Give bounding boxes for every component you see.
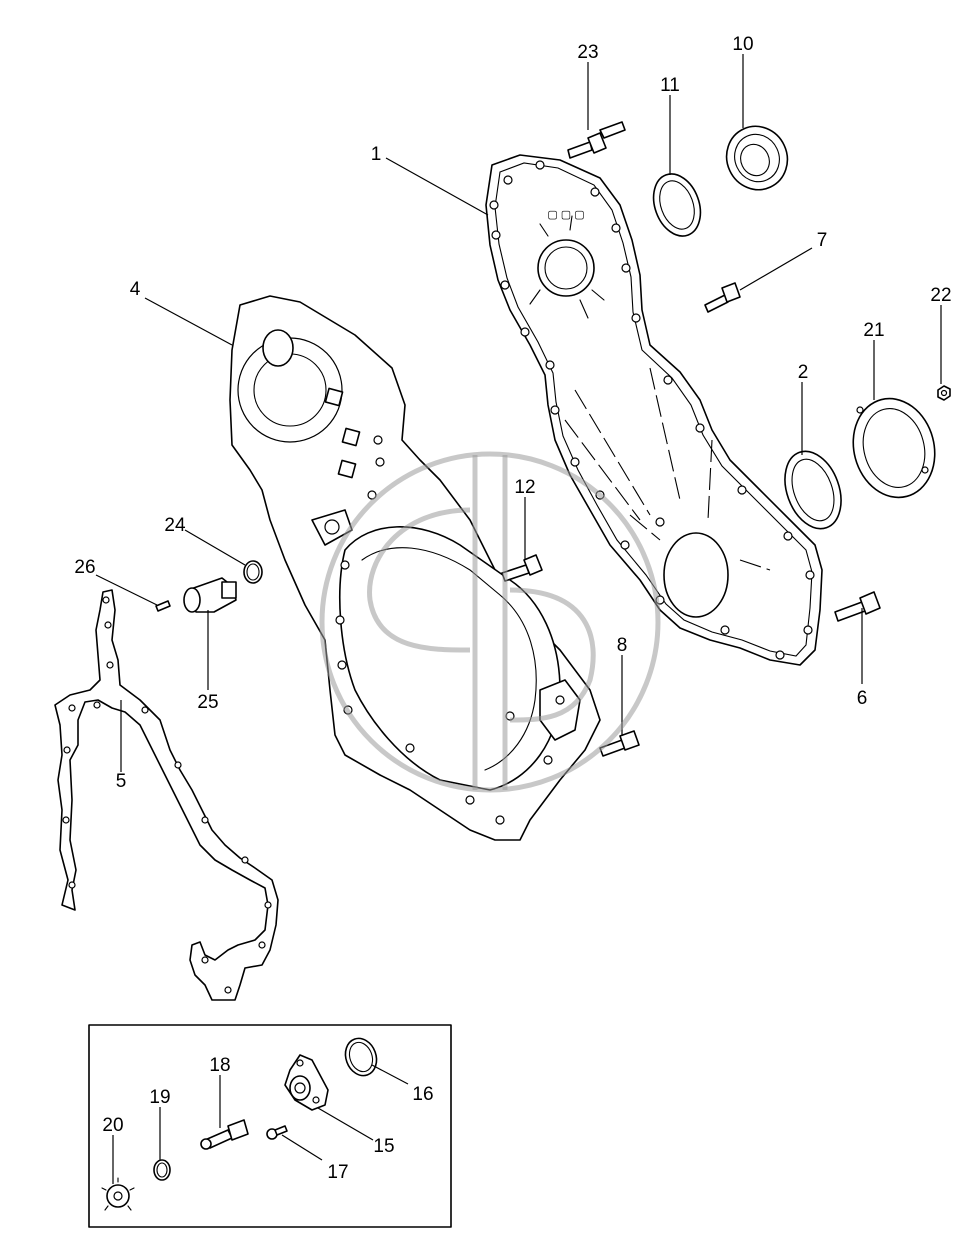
screw-part-17 xyxy=(266,1125,288,1140)
oring-part-24 xyxy=(243,560,263,584)
seal-part-11 xyxy=(652,173,702,237)
callout-21: 21 xyxy=(863,320,884,341)
bolt-part-6 xyxy=(834,591,881,622)
callout-10: 10 xyxy=(732,34,753,55)
callout-19: 19 xyxy=(149,1087,170,1108)
seal-part-2 xyxy=(784,450,842,530)
gasket-part-5 xyxy=(54,589,279,1001)
stud-part-23 xyxy=(567,121,626,159)
flange-part-15 xyxy=(284,1054,329,1111)
gasket-5-holes xyxy=(62,596,272,994)
callout-25: 25 xyxy=(197,692,218,713)
sensor-part-25 xyxy=(183,577,237,613)
cover-bolt-holes xyxy=(489,160,815,660)
sprocket-part-20 xyxy=(101,1177,135,1211)
oring-part-16 xyxy=(344,1037,378,1077)
front-cover-part-1: ▢ ▢ ▢ xyxy=(485,154,823,666)
cover-rib-marks xyxy=(529,215,771,571)
ring-part-21 xyxy=(852,397,936,499)
callout-12: 12 xyxy=(514,477,535,498)
watermark-logo xyxy=(319,451,661,793)
callout-22: 22 xyxy=(930,285,951,306)
callout-4: 4 xyxy=(130,279,141,300)
callout-17: 17 xyxy=(327,1162,348,1183)
callout-23: 23 xyxy=(577,42,598,63)
nut-part-22 xyxy=(937,385,951,401)
callout-16: 16 xyxy=(412,1084,433,1105)
pin-part-18 xyxy=(200,1119,249,1150)
callout-7: 7 xyxy=(817,230,828,251)
callout-2: 2 xyxy=(798,362,809,383)
callout-18: 18 xyxy=(209,1055,230,1076)
cover-casting-mark: ▢ ▢ ▢ xyxy=(547,209,584,221)
callout-11: 11 xyxy=(660,75,680,96)
seal-part-10 xyxy=(725,125,789,191)
oring-part-19 xyxy=(153,1159,171,1181)
callout-labels: 1 2 4 5 6 7 8 10 11 12 15 16 17 18 19 20… xyxy=(74,34,951,1183)
callout-15: 15 xyxy=(373,1136,394,1157)
callout-8: 8 xyxy=(617,635,628,656)
callout-1: 1 xyxy=(371,144,382,165)
screw-part-26 xyxy=(155,600,171,612)
callout-5: 5 xyxy=(116,771,127,792)
bolt-part-7 xyxy=(704,282,741,313)
bolt-part-12 xyxy=(501,554,543,582)
leader-lines xyxy=(95,54,942,1184)
inset-frame xyxy=(88,1024,452,1228)
callout-26: 26 xyxy=(74,557,95,578)
callout-6: 6 xyxy=(857,688,868,709)
bolt-part-8 xyxy=(599,730,640,757)
callout-20: 20 xyxy=(102,1115,123,1136)
callout-24: 24 xyxy=(164,515,186,536)
